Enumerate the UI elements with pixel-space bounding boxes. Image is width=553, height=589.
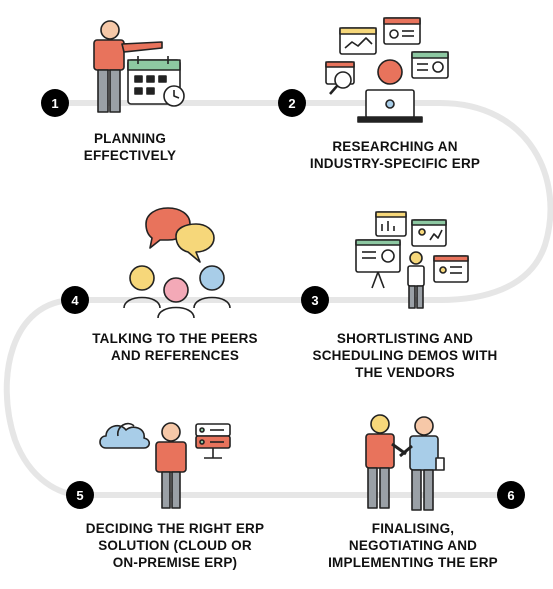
step-2-label-line-2: INDUSTRY-SPECIFIC ERP	[309, 156, 481, 171]
step-6-label-line-1: FINALISING,	[371, 521, 455, 536]
step-5-label-line-2: SOLUTION (CLOUD OR	[98, 538, 252, 553]
step-6-label: FINALISING, NEGOTIATING AND IMPLEMENTING…	[318, 520, 508, 571]
step-4-label-line-1: TALKING TO THE PEERS	[92, 331, 258, 346]
step-6-label-line-3: IMPLEMENTING THE ERP	[328, 555, 498, 570]
step-2-number: 2	[278, 89, 306, 117]
step-5-label-line-1: DECIDING THE RIGHT ERP	[85, 521, 265, 536]
step-1-label-line-2: EFFECTIVELY	[83, 148, 177, 163]
step-4-label-line-2: AND REFERENCES	[110, 348, 240, 363]
step-6-number: 6	[497, 481, 525, 509]
step-1-number: 1	[41, 89, 69, 117]
step-3-label-line-1: SHORTLISTING AND	[336, 331, 474, 346]
step-3-number: 3	[301, 286, 329, 314]
step-5-label: DECIDING THE RIGHT ERP SOLUTION (CLOUD O…	[75, 520, 275, 571]
step-4-number: 4	[61, 286, 89, 314]
step-2-label: RESEARCHING AN INDUSTRY-SPECIFIC ERP	[300, 138, 490, 172]
step-3-label-line-2: SCHEDULING DEMOS WITH	[312, 348, 498, 363]
step-3-label-line-3: THE VENDORS	[355, 365, 455, 380]
step-1-label-line-1: PLANNING	[93, 131, 167, 146]
step-5-number: 5	[66, 481, 94, 509]
step-2-label-line-1: RESEARCHING AN	[332, 139, 458, 154]
step-4-label: TALKING TO THE PEERS AND REFERENCES	[80, 330, 270, 364]
step-3-label: SHORTLISTING AND SCHEDULING DEMOS WITH T…	[305, 330, 505, 381]
step-6-label-line-2: NEGOTIATING AND	[348, 538, 478, 553]
step-1-label: PLANNING EFFECTIVELY	[60, 130, 200, 164]
step-5-label-line-3: ON-PREMISE ERP)	[112, 555, 238, 570]
